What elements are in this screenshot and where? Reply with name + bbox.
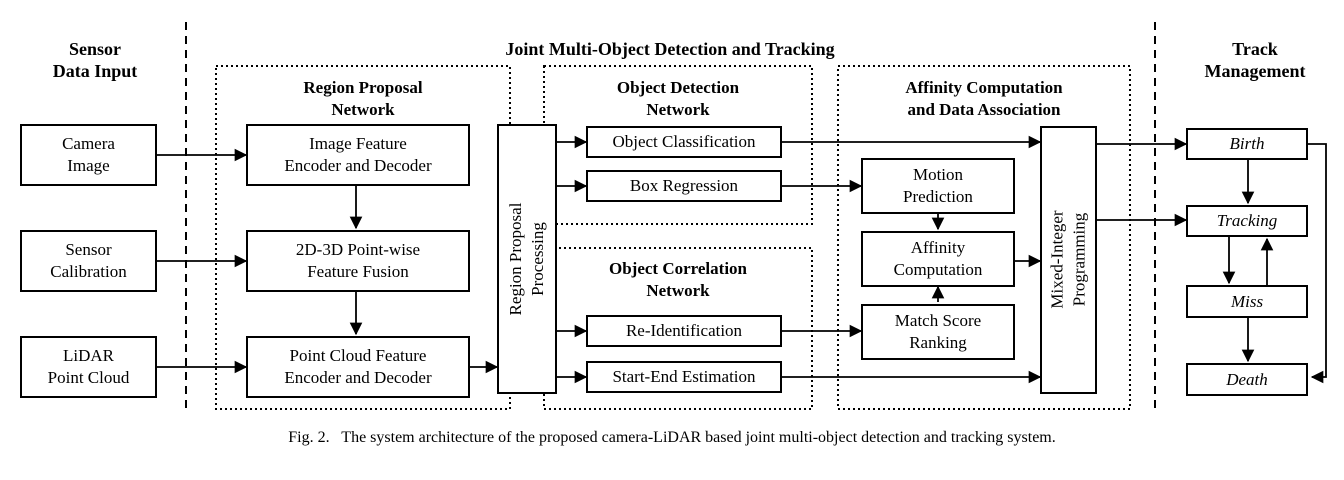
arrow-tracking-loop [1308,143,1327,384]
input-sensor-calibration: Sensor Calibration [20,230,157,292]
state-birth: Birth [1186,128,1308,160]
odn-frame [543,65,813,225]
block-object-classification: Object Classification [586,126,782,158]
block-box-regression: Box Regression [586,170,782,202]
block-match-score-ranking: Match Score Ranking [861,304,1015,360]
group-title-affinity: Affinity Computation and Data Associatio… [905,78,1063,119]
block-motion-prediction: Motion Prediction [861,158,1015,214]
group-title-rpn: Region Proposal Network [303,78,423,119]
affinity-frame [837,65,1131,410]
block-point-wise-feature-fusion: 2D-3D Point-wise Feature Fusion [246,230,470,292]
block-region-proposal-processing [497,124,557,394]
label-mixed-integer-programming: Mixed-Integer Programming [1047,210,1088,309]
block-image-feature-encoder-decoder: Image Feature Encoder and Decoder [246,124,470,186]
group-title-ocn: Object Correlation Network [608,259,747,300]
block-mixed-integer-programming [1040,126,1097,394]
input-camera-image: Camera Image [20,124,157,186]
state-miss: Miss [1186,285,1308,318]
block-re-identification: Re-Identification [586,315,782,347]
state-tracking: Tracking [1186,205,1308,237]
block-affinity-computation: Affinity Computation [861,231,1015,287]
group-title-odn: Object Detection Network [616,78,740,119]
label-region-proposal-processing: Region Proposal Processing [506,202,547,316]
heading-track-management: Track Management [1204,39,1306,81]
heading-joint-detection-tracking: Joint Multi-Object Detection and Trackin… [505,39,835,59]
input-lidar-point-cloud: LiDAR Point Cloud [20,336,157,398]
figure-caption: Fig. 2. The system architecture of the p… [288,429,1056,446]
heading-sensor-input: Sensor Data Input [52,39,138,81]
block-point-cloud-encoder-decoder: Point Cloud Feature Encoder and Decoder [246,336,470,398]
state-death: Death [1186,363,1308,396]
block-start-end-estimation: Start-End Estimation [586,361,782,393]
